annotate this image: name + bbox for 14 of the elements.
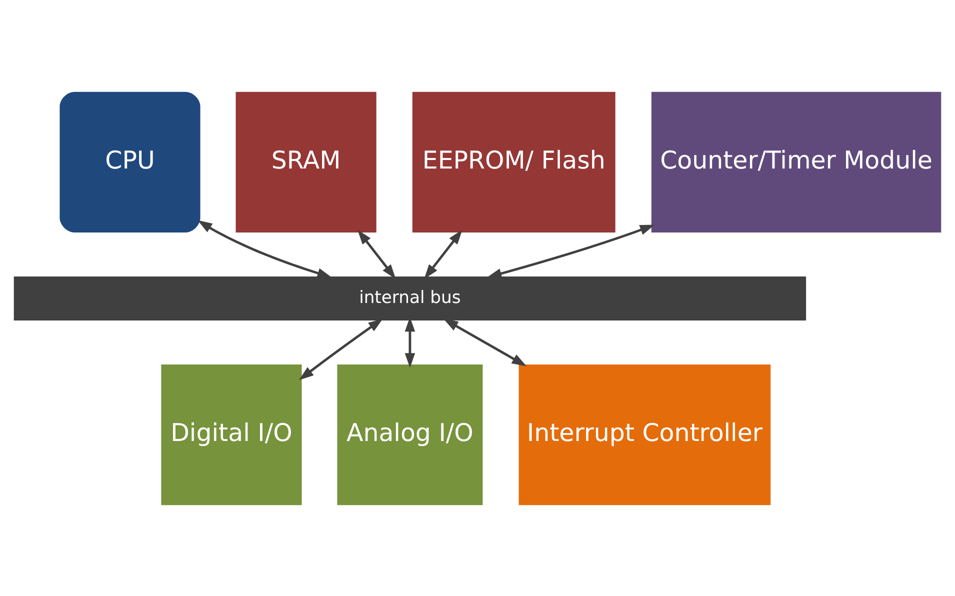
node-box: Digital I/O — [161, 364, 302, 505]
node-box: Counter/Timer Module — [651, 91, 942, 232]
arrow — [443, 318, 527, 366]
arrow — [298, 318, 383, 380]
arrow — [424, 229, 462, 279]
node-box: EEPROM/ Flash — [412, 91, 616, 232]
node-box: Analog I/O — [337, 364, 483, 505]
node-box: internal bus — [14, 276, 806, 320]
node-box: SRAM — [236, 91, 376, 232]
arrow — [358, 229, 396, 279]
arrow — [198, 220, 332, 278]
node-box: CPU — [60, 91, 200, 232]
arrow — [486, 224, 655, 278]
node-box: Interrupt Controller — [518, 364, 771, 505]
